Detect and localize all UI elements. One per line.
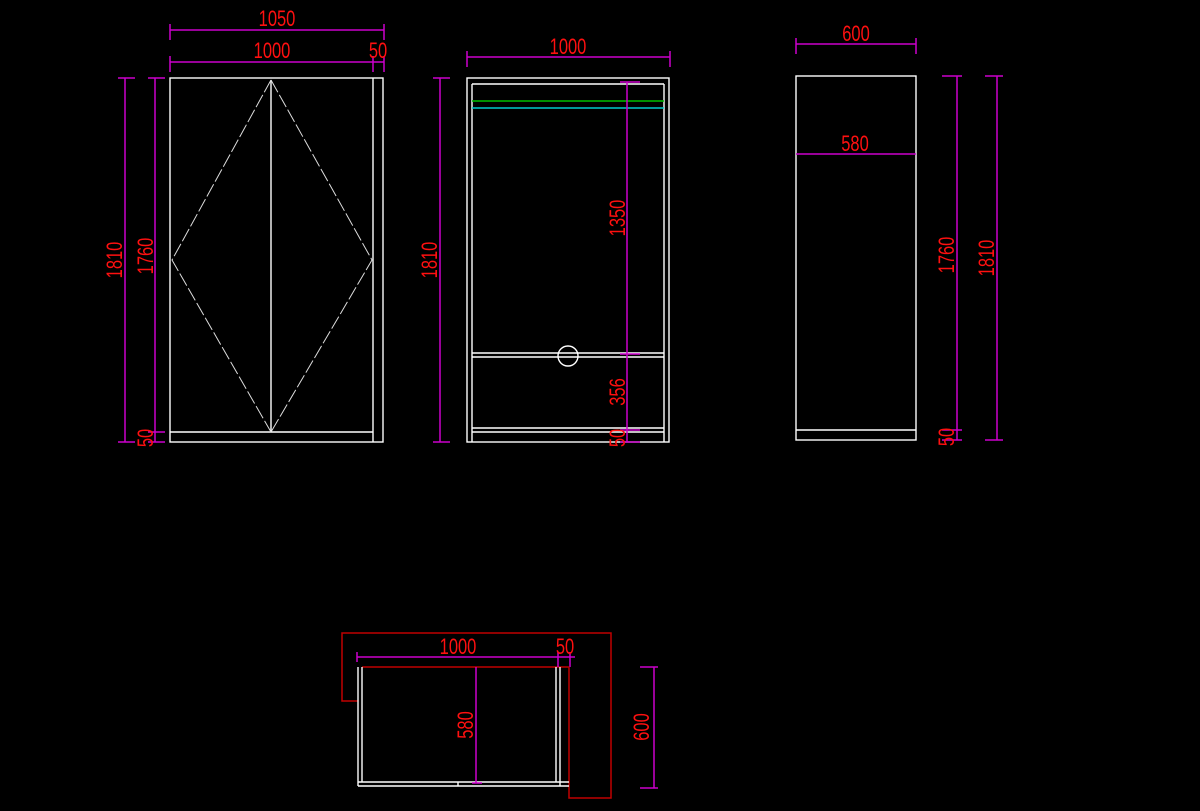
dim-plan-inner-depth: 580 <box>454 711 479 739</box>
left-door-swing <box>171 79 272 433</box>
plan-door-outline <box>341 632 612 799</box>
dim-inner-overall-height: 1810 <box>418 241 443 278</box>
dim-drawer: 356 <box>606 378 631 406</box>
dim-plinth: 50 <box>134 429 159 448</box>
dim-hanging-space: 1350 <box>606 199 631 236</box>
front-dimensions <box>118 24 385 443</box>
dim-plan-depth: 600 <box>630 713 655 741</box>
dim-body-height: 1760 <box>134 237 159 274</box>
dim-door-width: 1000 <box>254 39 291 64</box>
side-dimensions <box>795 38 1003 441</box>
dim-inner-width: 1000 <box>550 35 587 60</box>
plan-view: 1000 50 580 600 <box>341 632 658 799</box>
dim-overall-height: 1810 <box>103 241 128 278</box>
right-door-swing <box>270 79 373 433</box>
drawer-handle-icon <box>557 345 579 367</box>
side-cabinet-outline <box>795 75 917 441</box>
front-cabinet-outline <box>169 77 384 443</box>
dim-plan-side-panel: 50 <box>556 635 575 660</box>
dim-side-plinth: 50 <box>935 428 960 447</box>
dim-side-overall-height: 1810 <box>975 239 1000 276</box>
inner-cabinet-outline <box>466 77 670 443</box>
front-view: 1050 1000 50 1810 1760 50 <box>103 7 388 447</box>
inner-dimensions <box>433 51 671 443</box>
dim-plan-width: 1000 <box>440 635 477 660</box>
dim-inner-plinth: 50 <box>606 429 631 448</box>
dim-overall-width: 1050 <box>259 7 296 32</box>
side-view: 600 580 1760 1810 50 <box>795 22 1003 447</box>
dim-depth: 600 <box>842 22 870 47</box>
dim-side-body-height: 1760 <box>935 236 960 273</box>
plan-dimensions <box>356 652 658 789</box>
dim-inner-depth: 580 <box>841 132 869 157</box>
inner-view: 1000 1810 1350 356 50 <box>418 35 671 448</box>
dim-side-panel: 50 <box>369 39 388 64</box>
